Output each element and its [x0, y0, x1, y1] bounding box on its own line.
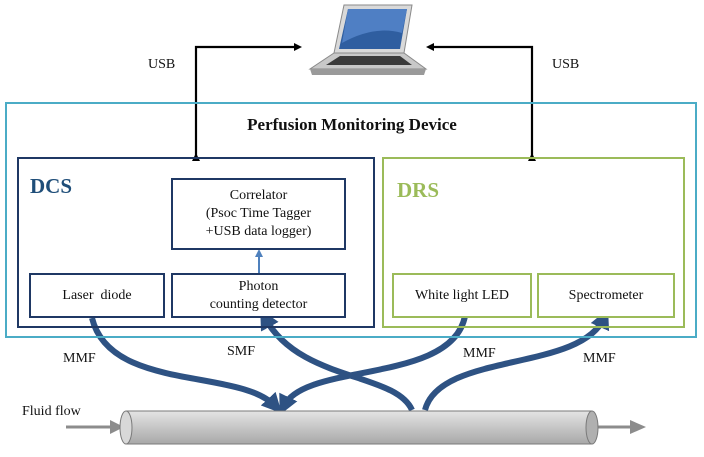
photon-detector-box: Photon counting detector [171, 273, 346, 318]
usb-link-left [192, 43, 302, 161]
white-led-label: White light LED [414, 287, 510, 303]
mmf-label-3: MMF [583, 351, 616, 366]
laser-diode-box: Laser diode [29, 273, 165, 318]
correlator-line-3: +USB data logger) [205, 224, 312, 239]
smf-label: SMF [227, 344, 256, 359]
correlator-box: Correlator (Psoc Time Tagger +USB data l… [171, 178, 346, 250]
mmf-label-2: MMF [463, 346, 496, 361]
spectrometer-label: Spectrometer [568, 287, 644, 303]
flow-arrow-in-head [110, 420, 124, 434]
drs-box [382, 157, 685, 328]
fluid-tube [119, 410, 599, 445]
dcs-label: DCS [30, 174, 73, 198]
laser-diode-label: Laser diode [62, 287, 132, 303]
photon-detector-line-2: counting detector [209, 296, 308, 312]
usb-left-label: USB [148, 57, 176, 72]
dcs-box [17, 157, 375, 328]
white-led-box: White light LED [392, 273, 532, 318]
correlator-line-1: Correlator [229, 188, 288, 203]
flow-arrow-out-head [630, 420, 646, 434]
mmf-label-1: MMF [63, 351, 96, 366]
spectrometer-box: Spectrometer [537, 273, 675, 318]
perfusion-device-box [5, 102, 697, 338]
fluid-flow-label: Fluid flow [22, 404, 81, 419]
laptop-icon [308, 4, 428, 75]
usb-link-right [426, 43, 536, 161]
fiber-mmf-laser-to-tube [89, 317, 282, 414]
correlator-line-2: (Psoc Time Tagger [205, 206, 312, 221]
usb-right-label: USB [552, 57, 580, 72]
drs-label: DRS [397, 178, 440, 202]
fiber-mmf-tube-to-spectrometer [422, 308, 610, 411]
device-title: Perfusion Monitoring Device [247, 115, 457, 134]
photon-detector-line-1: Photon [238, 278, 279, 294]
